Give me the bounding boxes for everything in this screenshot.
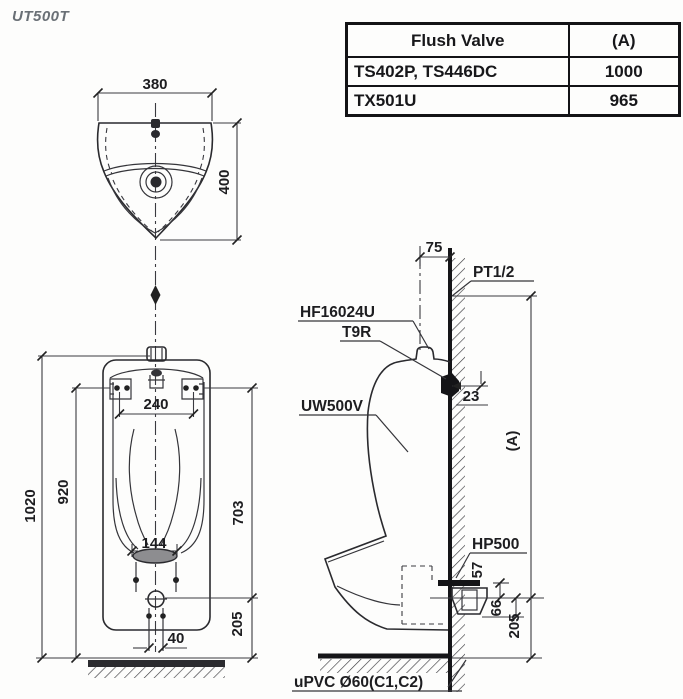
plan-rim-arc-2 (105, 167, 205, 177)
plan-hidden-right (197, 127, 205, 175)
label-t9r: T9R (340, 324, 447, 380)
front-bolt-left (133, 577, 139, 583)
dim-703-text: 703 (230, 500, 247, 525)
plan-outline (96, 122, 214, 240)
plan-inlet-dot (151, 130, 160, 138)
label-hf16024u: HF16024U (298, 304, 430, 350)
front-bolt-right (173, 577, 179, 583)
front-inlet-body (148, 375, 165, 389)
plan-rim-arc (103, 162, 207, 172)
dim-66: 66 (482, 592, 524, 623)
valve-models-cell: TS402P, TS446DC (345, 56, 570, 87)
label-upvc: uPVC Ø60(C1,C2) (292, 659, 467, 692)
front-channel-left (128, 428, 149, 546)
side-view: 75 PT1/2 (A) HF16024U (292, 239, 544, 692)
front-floor-bolt-right (160, 613, 166, 619)
dim-400: 400 (160, 117, 243, 246)
dim-380-text: 380 (142, 76, 167, 93)
dim-1020: 1020 (22, 350, 48, 664)
table-row: TS402P, TS446DC 1000 (345, 56, 681, 87)
dim-240: 240 (114, 392, 199, 420)
dim-a-value-cell: 965 (567, 85, 681, 117)
side-lip-line (327, 540, 385, 563)
plan-spud-hole (151, 119, 160, 128)
dim-703: 703 (230, 382, 258, 604)
wall-hatch (452, 258, 465, 692)
front-bowl-right (180, 382, 205, 554)
front-inlet (151, 369, 162, 377)
dim-144: 144 (126, 535, 183, 557)
dim-23: 23 (452, 371, 488, 406)
front-floor-bolt-left (146, 613, 152, 619)
valve-models-cell: TX501U (345, 85, 570, 117)
model-number-title: UT500T (12, 8, 70, 25)
side-floor-hatch (320, 659, 448, 673)
dim-205-front-text: 205 (229, 611, 246, 636)
dim-A-text: (A) (504, 431, 521, 452)
label-upvc-text: uPVC Ø60(C1,C2) (294, 674, 423, 691)
label-uw500v-text: UW500V (301, 398, 364, 415)
plan-drain-outer (139, 165, 173, 199)
front-body (102, 359, 211, 631)
plan-bowl-right (154, 177, 203, 234)
dim-57-text: 57 (469, 562, 486, 579)
front-floor (88, 660, 225, 667)
front-bracket-right (181, 378, 204, 400)
table-header-row: Flush Valve (A) (345, 22, 681, 58)
side-outlet-flange (438, 580, 480, 586)
dim-205-side: 205 (506, 598, 537, 664)
front-spud (146, 346, 167, 362)
dim-40: 40 (133, 630, 187, 654)
label-uw500v: UW500V (299, 398, 409, 453)
dim-57: 57 (469, 562, 509, 604)
header-dim-a: (A) (567, 22, 681, 58)
flush-valve-table: Flush Valve (A) TS402P, TS446DC 1000 TX5… (345, 22, 681, 117)
dim-144-text: 144 (141, 535, 167, 552)
side-bowl-bottom (336, 585, 401, 606)
front-channel-right (160, 428, 181, 546)
label-hp500-text: HP500 (472, 536, 519, 553)
dim-A: (A) (452, 290, 537, 604)
dim-920: 920 (55, 382, 82, 664)
view-axis (150, 246, 161, 652)
label-hp500: HP500 (455, 536, 527, 579)
dim-205-side-text: 205 (506, 613, 523, 638)
plan-drain-hole (150, 176, 162, 188)
plan-view: 380 400 (92, 76, 243, 246)
dim-23-text: 23 (463, 388, 480, 405)
side-profile (323, 346, 451, 631)
dim-1020-text: 1020 (22, 489, 39, 522)
dim-240-text: 240 (143, 396, 168, 413)
dim-66-text: 66 (488, 600, 505, 617)
label-t9r-text: T9R (342, 324, 371, 341)
dim-380: 380 (92, 76, 218, 121)
front-rim-line (109, 368, 204, 379)
side-outlet-inner (461, 589, 478, 611)
dim-75: 75 (414, 239, 456, 266)
dim-a-value-cell: 1000 (567, 56, 681, 87)
plan-drain-inner (145, 171, 167, 193)
dim-400-text: 400 (216, 169, 233, 194)
dim-205-front: 205 (229, 598, 258, 664)
front-floor-hatch (88, 667, 225, 678)
label-pt12: PT1/2 (451, 264, 534, 297)
dim-920-text: 920 (55, 479, 72, 504)
header-flush-valve: Flush Valve (345, 22, 570, 58)
table-row: TX501U 965 (345, 85, 681, 117)
label-pt12-text: PT1/2 (473, 264, 514, 281)
side-hidden-trap (401, 565, 446, 625)
dim-40-text: 40 (168, 630, 185, 647)
front-bowl-right-2 (178, 477, 202, 550)
front-view: 240 1020 920 (22, 346, 258, 678)
label-hf16024u-text: HF16024U (300, 304, 375, 321)
plan-bowl-left (107, 177, 156, 234)
front-bracket-left (109, 378, 132, 400)
plan-hidden-lower-left (112, 179, 154, 233)
plan-hidden-left (105, 127, 113, 175)
dim-75-text: 75 (426, 239, 443, 256)
axis-marker (150, 285, 161, 305)
front-bowl-left-2 (115, 477, 139, 550)
front-bowl-left (112, 382, 135, 554)
